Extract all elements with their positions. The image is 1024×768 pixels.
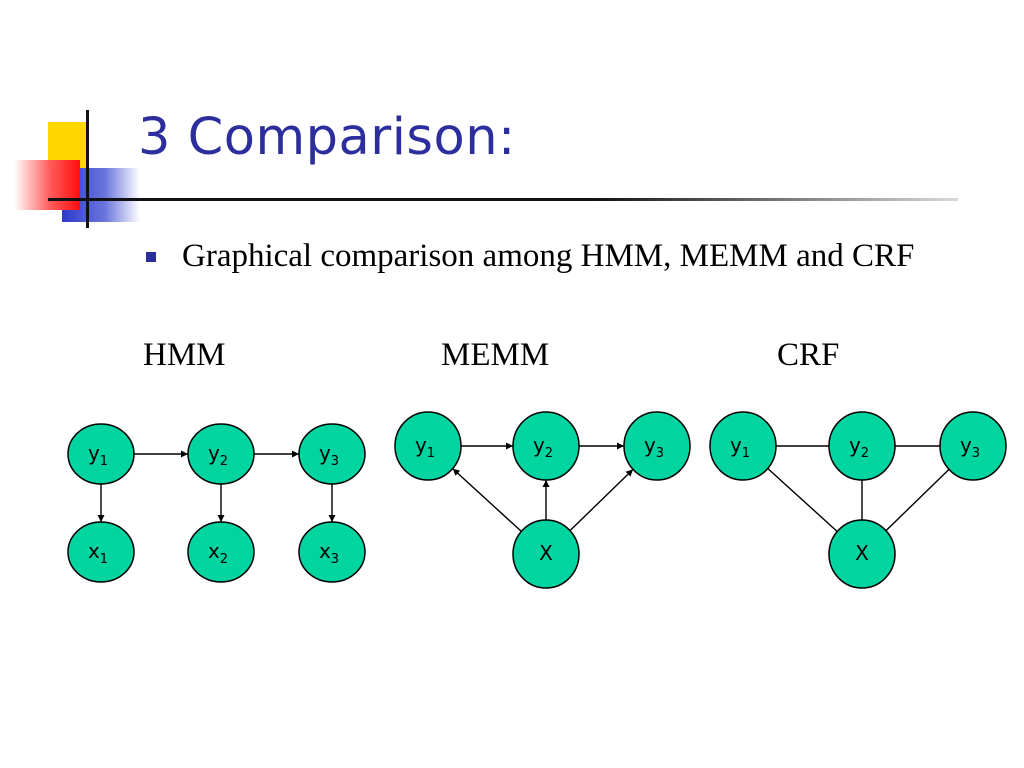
hmm-node-x3: x3 xyxy=(298,521,366,583)
crf-node-y2: y2 xyxy=(828,411,896,481)
memm-node-y2: y2 xyxy=(512,411,580,481)
hmm-node-x2: x2 xyxy=(187,521,255,583)
memm-node-y3: y3 xyxy=(623,411,691,481)
hmm-node-y3-label: y3 xyxy=(319,441,339,469)
hmm-node-x1: x1 xyxy=(67,521,135,583)
memm-node-y1: y1 xyxy=(394,411,462,481)
memm-node-y1-label: y1 xyxy=(415,433,435,461)
hmm-node-y2-label: y2 xyxy=(208,441,228,469)
hmm-node-x2-shape xyxy=(187,521,255,583)
hmm-node-x3-label: x3 xyxy=(319,539,339,567)
crf-node-y3-label: y3 xyxy=(960,433,980,461)
hmm-node-x1-shape xyxy=(67,521,135,583)
hmm-node-y3: y3 xyxy=(298,423,366,485)
crf-node-X-shape xyxy=(828,519,896,589)
crf-node-y3: y3 xyxy=(939,411,1007,481)
crf-node-y1-label: y1 xyxy=(730,433,750,461)
hmm-node-y2: y2 xyxy=(187,423,255,485)
hmm-node-x2-label: x2 xyxy=(208,539,228,567)
memm-node-y2-shape xyxy=(512,411,580,481)
crf-edge-y3-X xyxy=(885,468,950,532)
label-memm: MEMM xyxy=(441,337,550,373)
hmm-node-y3-shape xyxy=(298,423,366,485)
crf-node-y3-shape xyxy=(939,411,1007,481)
hmm-node-x3-shape xyxy=(298,521,366,583)
logo-red-square xyxy=(14,160,80,210)
logo-vertical-line xyxy=(86,110,89,228)
bullet-square-icon xyxy=(146,252,156,262)
crf-node-X-label: X xyxy=(855,541,869,565)
bullet-text: Graphical comparison among HMM, MEMM and… xyxy=(182,238,915,274)
memm-node-y2-label: y2 xyxy=(533,433,553,461)
label-hmm: HMM xyxy=(143,337,226,373)
memm-edge-X-y3 xyxy=(569,468,634,532)
slide-title: 3 Comparison: xyxy=(138,108,516,167)
edges-layer xyxy=(97,442,950,533)
crf-node-X: X xyxy=(828,519,896,589)
hmm-node-y1-shape xyxy=(67,423,135,485)
memm-node-y3-label: y3 xyxy=(644,433,664,461)
memm-node-X-label: X xyxy=(539,541,553,565)
title-underline xyxy=(48,198,958,201)
memm-edge-X-y1 xyxy=(452,468,522,532)
crf-node-y1: y1 xyxy=(709,411,777,481)
memm-node-y1-shape xyxy=(394,411,462,481)
hmm-node-y2-shape xyxy=(187,423,255,485)
hmm-node-y1-label: y1 xyxy=(88,441,108,469)
crf-edge-y1-X xyxy=(767,467,838,533)
hmm-node-x1-label: x1 xyxy=(88,539,108,567)
memm-node-X-shape xyxy=(512,519,580,589)
memm-node-X: X xyxy=(512,519,580,589)
crf-node-y2-label: y2 xyxy=(849,433,869,461)
memm-node-y3-shape xyxy=(623,411,691,481)
label-crf: CRF xyxy=(777,337,840,373)
crf-node-y1-shape xyxy=(709,411,777,481)
hmm-node-y1: y1 xyxy=(67,423,135,485)
crf-node-y2-shape xyxy=(828,411,896,481)
